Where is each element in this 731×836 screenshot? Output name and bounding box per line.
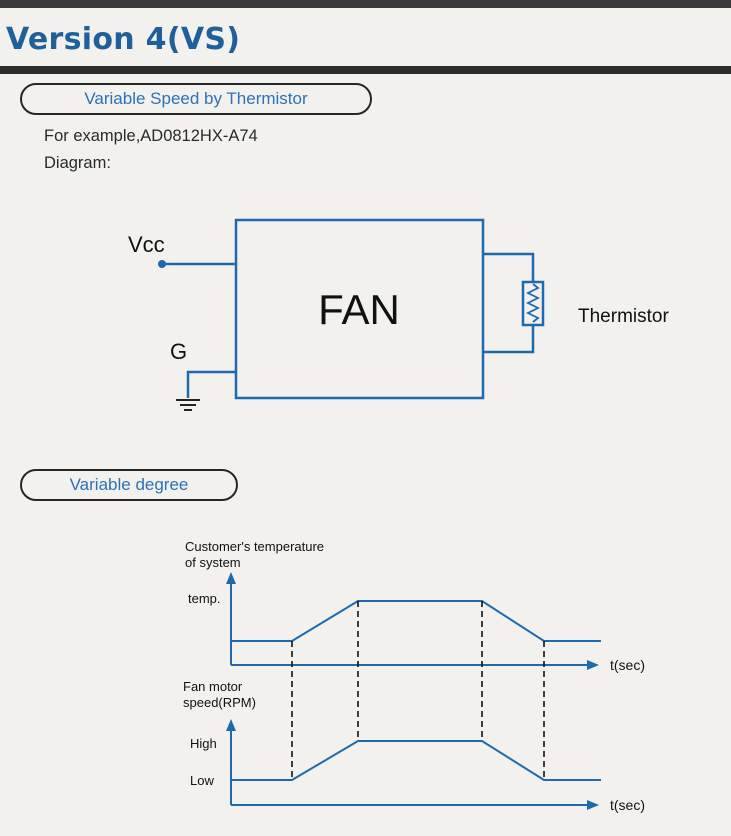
bottom-xlabel: t(sec) [610, 797, 645, 813]
vcc-terminal [158, 260, 166, 268]
section-pill-label: Variable Speed by Thermistor [84, 89, 308, 108]
diagram-label: Diagram: [44, 154, 111, 172]
section-pill-label: Variable degree [69, 475, 189, 494]
thermistor-box [521, 280, 545, 327]
circuit-diagram: FAN Vcc G Thermistor [128, 218, 669, 411]
top-ylabel-line1: Customer's temperature [185, 539, 324, 554]
thermistor-wire [483, 252, 535, 354]
thermistor-resistor-icon [525, 283, 541, 323]
bottom-ylabel-line2: speed(RPM) [183, 695, 256, 710]
top-xlabel: t(sec) [610, 657, 645, 673]
high-label: High [190, 736, 217, 751]
ground-label: G [170, 339, 187, 364]
ground-wire [186, 370, 236, 398]
variable-degree-chart: Customer's temperature of system t(sec) … [183, 539, 645, 813]
top-x-arrow-icon [587, 660, 599, 670]
page-title: Version 4(VS) [6, 22, 241, 57]
bottom-y-arrow-icon [226, 719, 236, 731]
fan-box [234, 218, 485, 400]
top-border [0, 0, 731, 8]
section-pill-variable-speed: Variable Speed by Thermistor [20, 83, 372, 115]
title-underline [0, 66, 731, 74]
fan-speed-series-line [231, 740, 601, 781]
bottom-ylabel-line1: Fan motor [183, 679, 243, 694]
top-level-label: temp. [188, 591, 221, 606]
temperature-series-line [231, 600, 601, 642]
fan-label: FAN [318, 286, 400, 333]
example-text: For example,AD0812HX-A74 [44, 127, 258, 145]
low-label: Low [190, 773, 214, 788]
top-y-arrow-icon [226, 572, 236, 584]
thermistor-label: Thermistor [578, 306, 669, 327]
bottom-x-arrow-icon [587, 800, 599, 810]
vcc-label: Vcc [128, 232, 165, 257]
ground-symbol-icon [176, 399, 200, 411]
section-pill-variable-degree: Variable degree [20, 469, 238, 501]
top-ylabel-line2: of system [185, 555, 241, 570]
